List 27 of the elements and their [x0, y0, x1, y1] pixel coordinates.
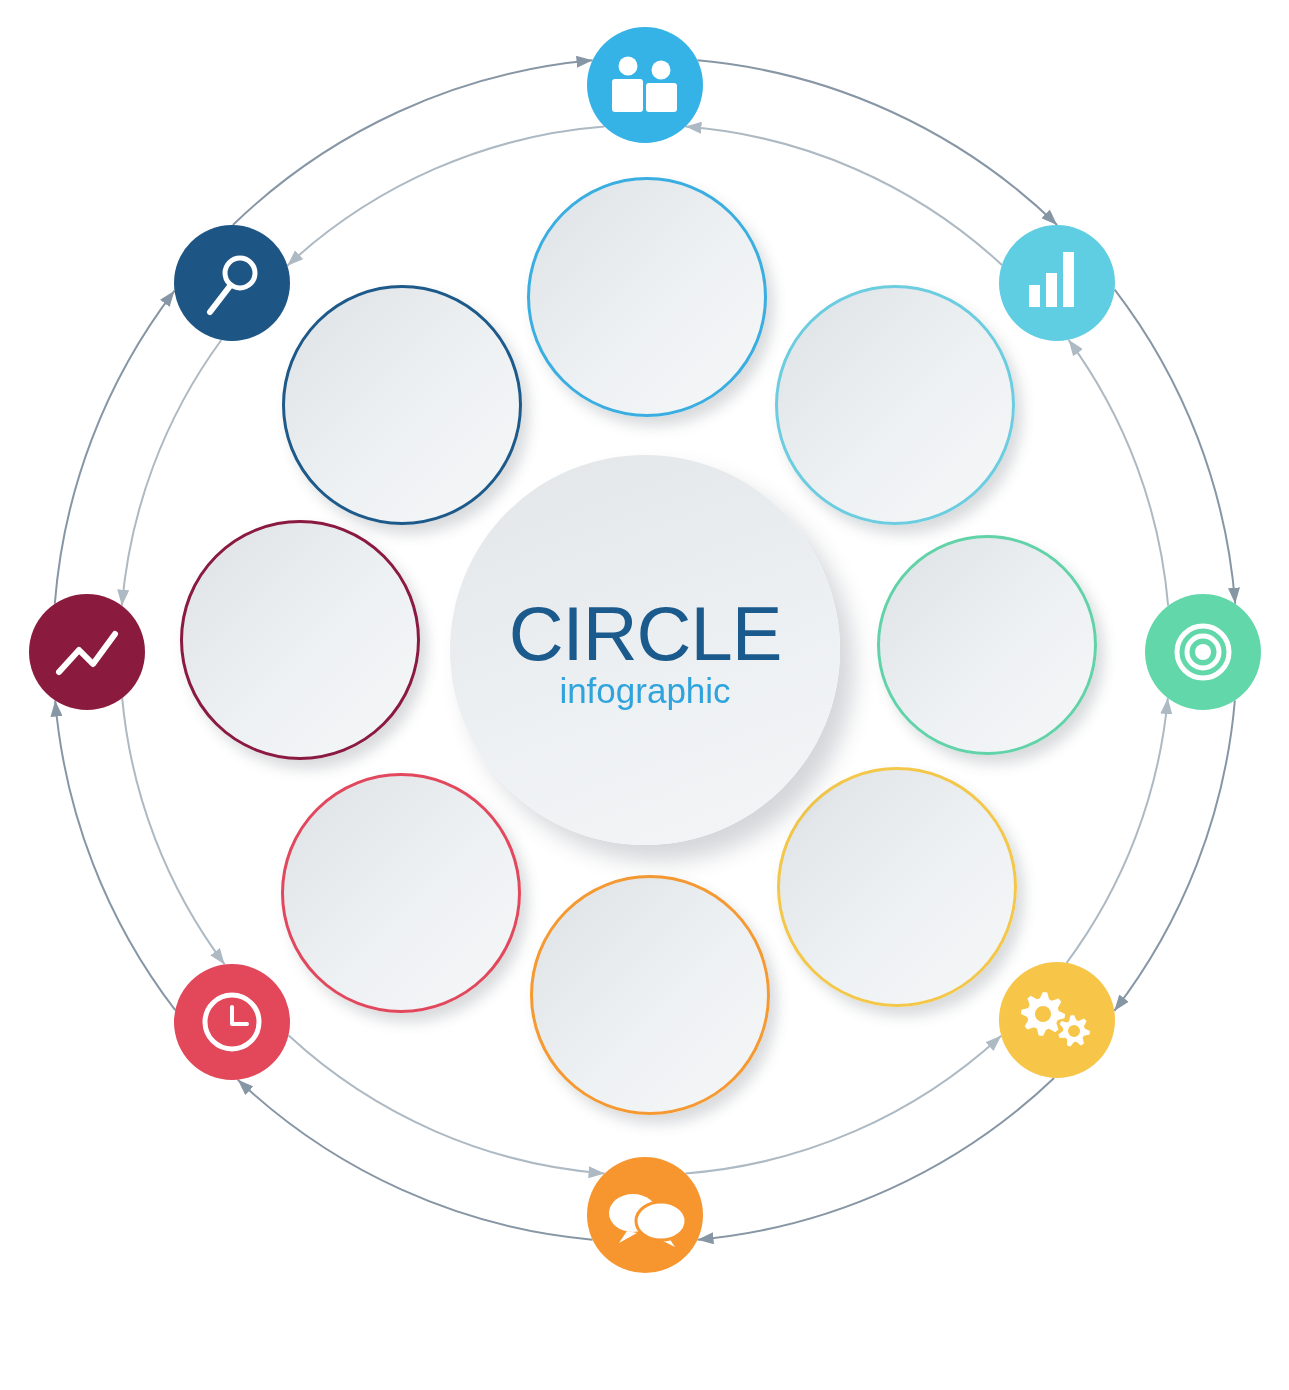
arrow	[121, 697, 226, 966]
arrow	[53, 289, 176, 605]
arrow	[684, 1034, 1003, 1175]
arrow	[287, 1034, 606, 1178]
arrow	[1113, 699, 1236, 1012]
bar-chart-icon	[999, 225, 1115, 341]
clock-icon	[174, 964, 290, 1080]
arrow	[236, 1078, 594, 1241]
arrow	[286, 125, 606, 267]
people-icon	[587, 27, 703, 143]
subtitle-text: infographic	[559, 672, 731, 710]
arrow	[696, 1076, 1056, 1244]
search-icon	[174, 225, 290, 341]
arrow	[1113, 288, 1239, 605]
arrow	[696, 59, 1059, 226]
arrow	[231, 56, 594, 226]
arrow	[1065, 697, 1172, 964]
speech-bubbles-icon	[587, 1157, 703, 1273]
arrow	[118, 339, 223, 607]
arrow	[1067, 338, 1170, 607]
blank-circle	[877, 535, 1097, 755]
target-icon	[1145, 594, 1261, 710]
arrow	[51, 699, 177, 1012]
line-chart-icon	[29, 594, 145, 710]
headline-text: CIRCLE	[508, 596, 782, 672]
gears-icon	[999, 962, 1115, 1078]
arrow	[684, 122, 1003, 266]
